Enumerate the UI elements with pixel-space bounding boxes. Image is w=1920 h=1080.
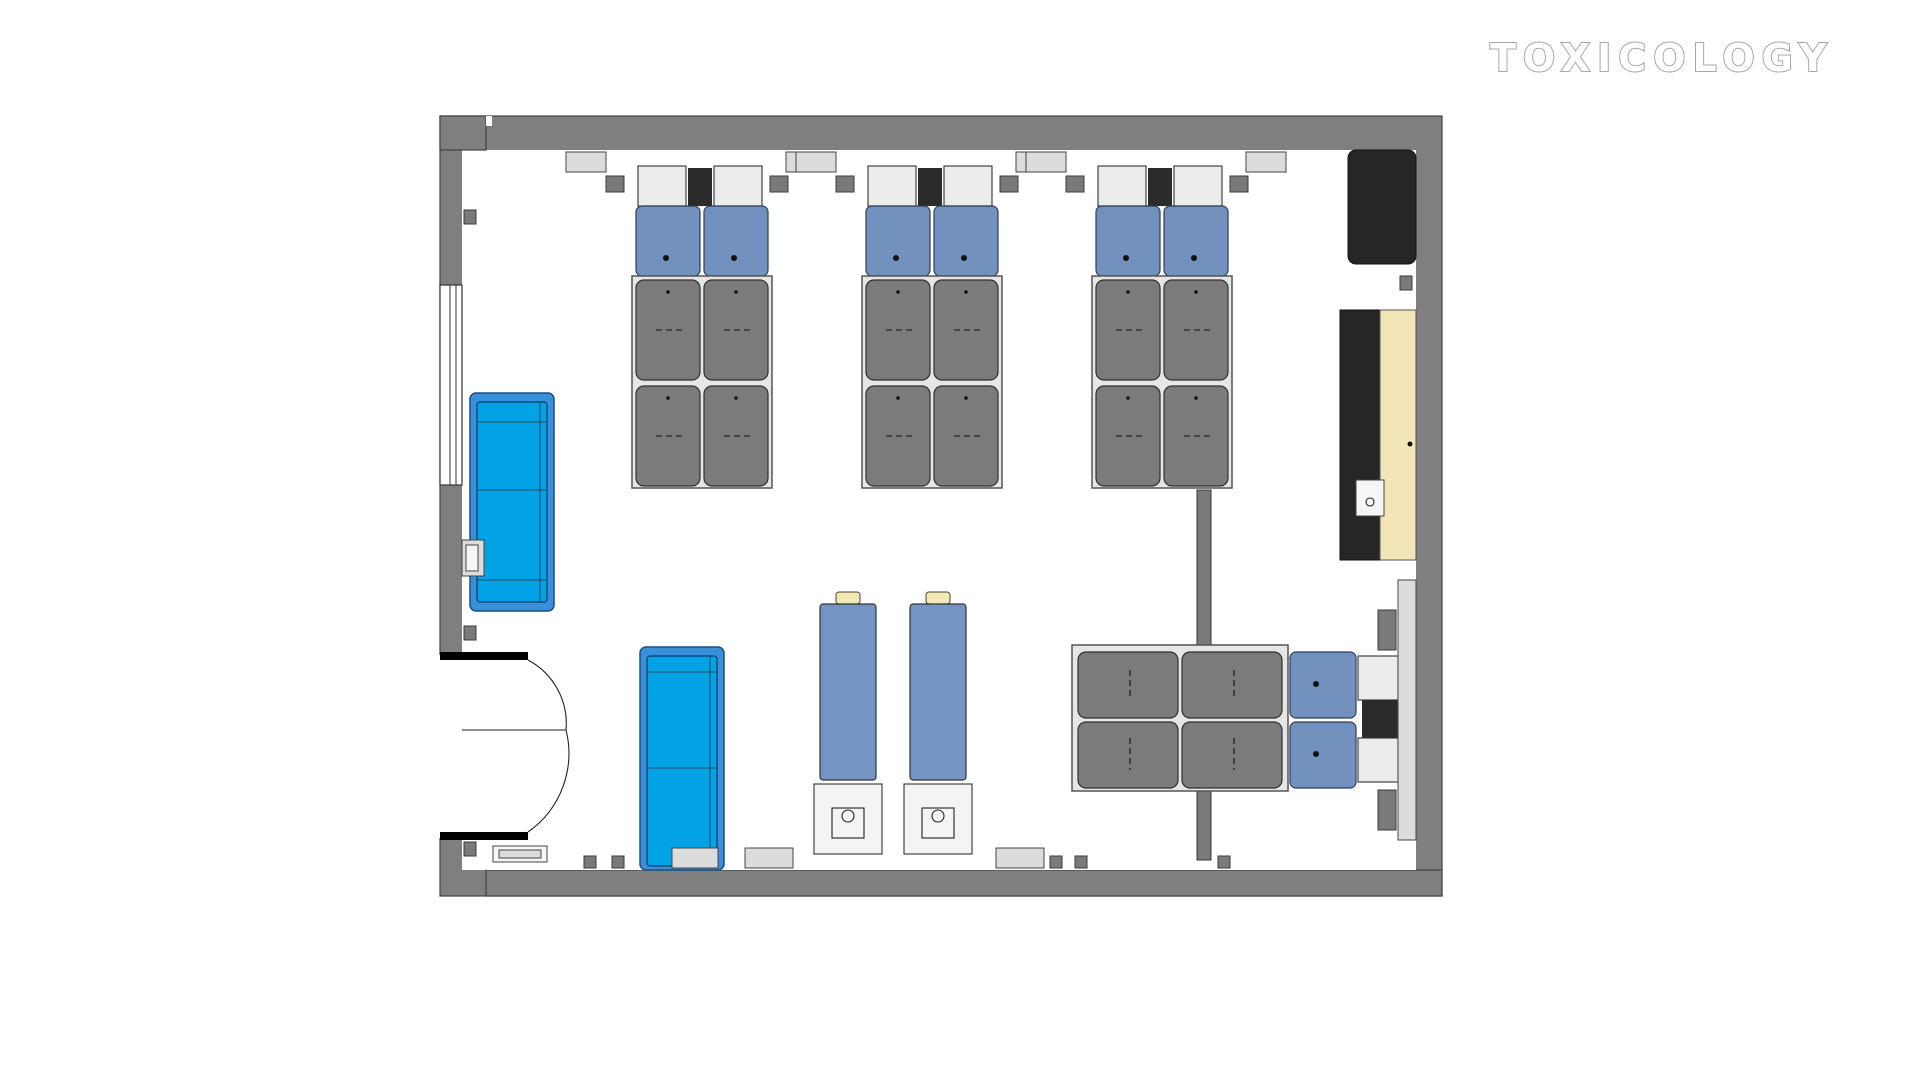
- room-title: TOXICOLOGY: [1489, 35, 1834, 81]
- bench-island-top-1: [565, 151, 827, 489]
- bench-island-top-2: [795, 151, 1057, 489]
- door-swing-icon: [462, 659, 570, 833]
- fume-hood-left: [461, 392, 555, 612]
- storage-cabinet-2: [903, 591, 973, 855]
- bench-island-top-3: [1025, 151, 1287, 489]
- fridge-unit: [1347, 149, 1417, 265]
- counter-with-sink: [1339, 309, 1417, 561]
- bench-islands-top: [565, 151, 1287, 489]
- fume-hood-bottom: [639, 646, 725, 871]
- bench-island-right: [1071, 579, 1417, 841]
- window: [439, 284, 463, 486]
- storage-cabinet-1: [813, 591, 883, 855]
